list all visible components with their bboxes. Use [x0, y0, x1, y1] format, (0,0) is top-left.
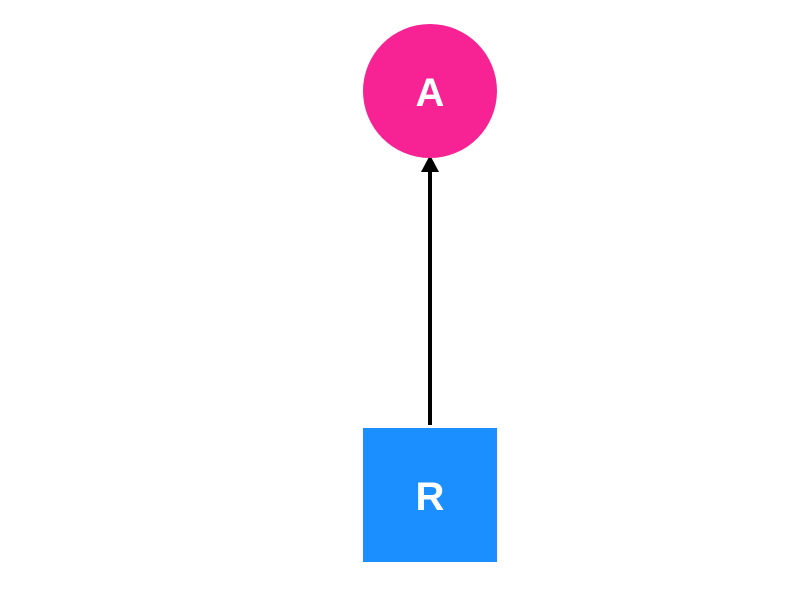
node-a-label: A [416, 71, 445, 115]
edge-r-to-a [421, 155, 439, 425]
node-r-square [363, 428, 497, 562]
node-a[interactable]: A [363, 24, 497, 158]
node-r-label: R [416, 475, 445, 519]
arrowhead-icon [421, 155, 439, 172]
node-r[interactable]: R [363, 428, 497, 562]
node-a-circle [363, 24, 497, 158]
